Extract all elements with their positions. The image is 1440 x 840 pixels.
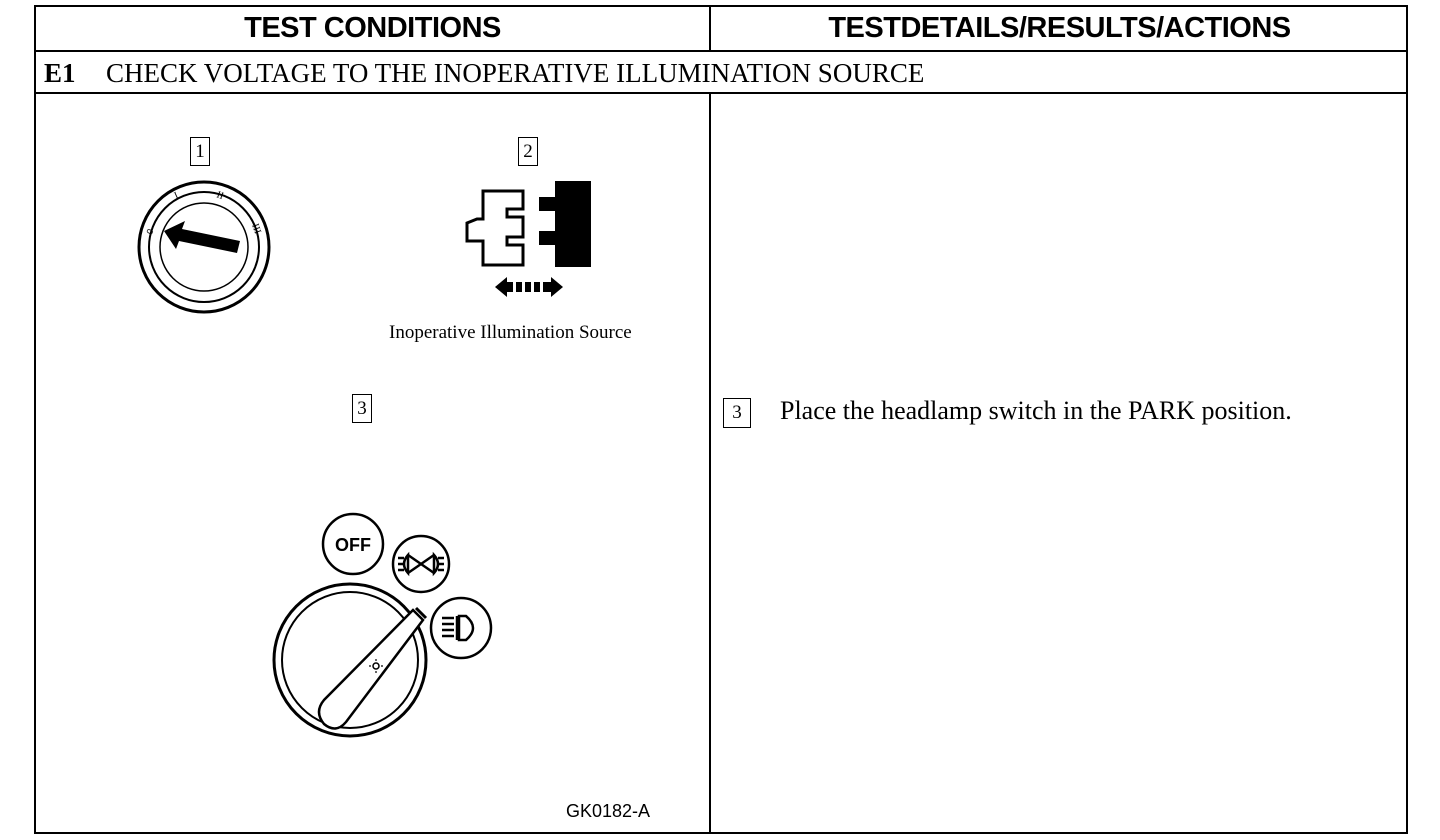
ignition-pos-3: III: [249, 222, 263, 235]
procedure-table: TEST CONDITIONS TESTDETAILS/RESULTS/ACTI…: [34, 5, 1408, 834]
figure-id: GK0182-A: [566, 801, 651, 821]
test-details-heading: TESTDETAILS/RESULTS/ACTIONS: [828, 12, 1291, 44]
step-divider: [36, 92, 1406, 94]
ignition-pos-0: 0: [144, 228, 155, 236]
test-conditions-heading: TEST CONDITIONS: [244, 12, 501, 44]
detail-callout: 3: [723, 398, 751, 428]
headlamp-switch-icon: OFF: [272, 512, 493, 738]
callout-1: 1: [190, 137, 210, 166]
step-title: CHECK VOLTAGE TO THE INOPERATIVE ILLUMIN…: [106, 57, 925, 88]
column-divider: [709, 94, 711, 832]
header-column-divider: [709, 7, 711, 50]
step-id: E1: [44, 57, 76, 88]
callout-2: 2: [518, 137, 538, 166]
step-row: E1 CHECK VOLTAGE TO THE INOPERATIVE ILLU…: [36, 52, 1406, 94]
connector-icon: [465, 181, 591, 297]
detail-instruction: Place the headlamp switch in the PARK po…: [780, 396, 1292, 425]
ignition-switch-icon: 0 I II III: [137, 180, 271, 314]
figure-caption: Inoperative Illumination Source: [389, 322, 632, 343]
callout-3: 3: [352, 394, 372, 423]
ignition-pos-1: I: [173, 190, 181, 201]
off-label: OFF: [335, 535, 371, 555]
header-divider: [36, 50, 1406, 52]
ignition-pos-2: II: [215, 189, 225, 202]
